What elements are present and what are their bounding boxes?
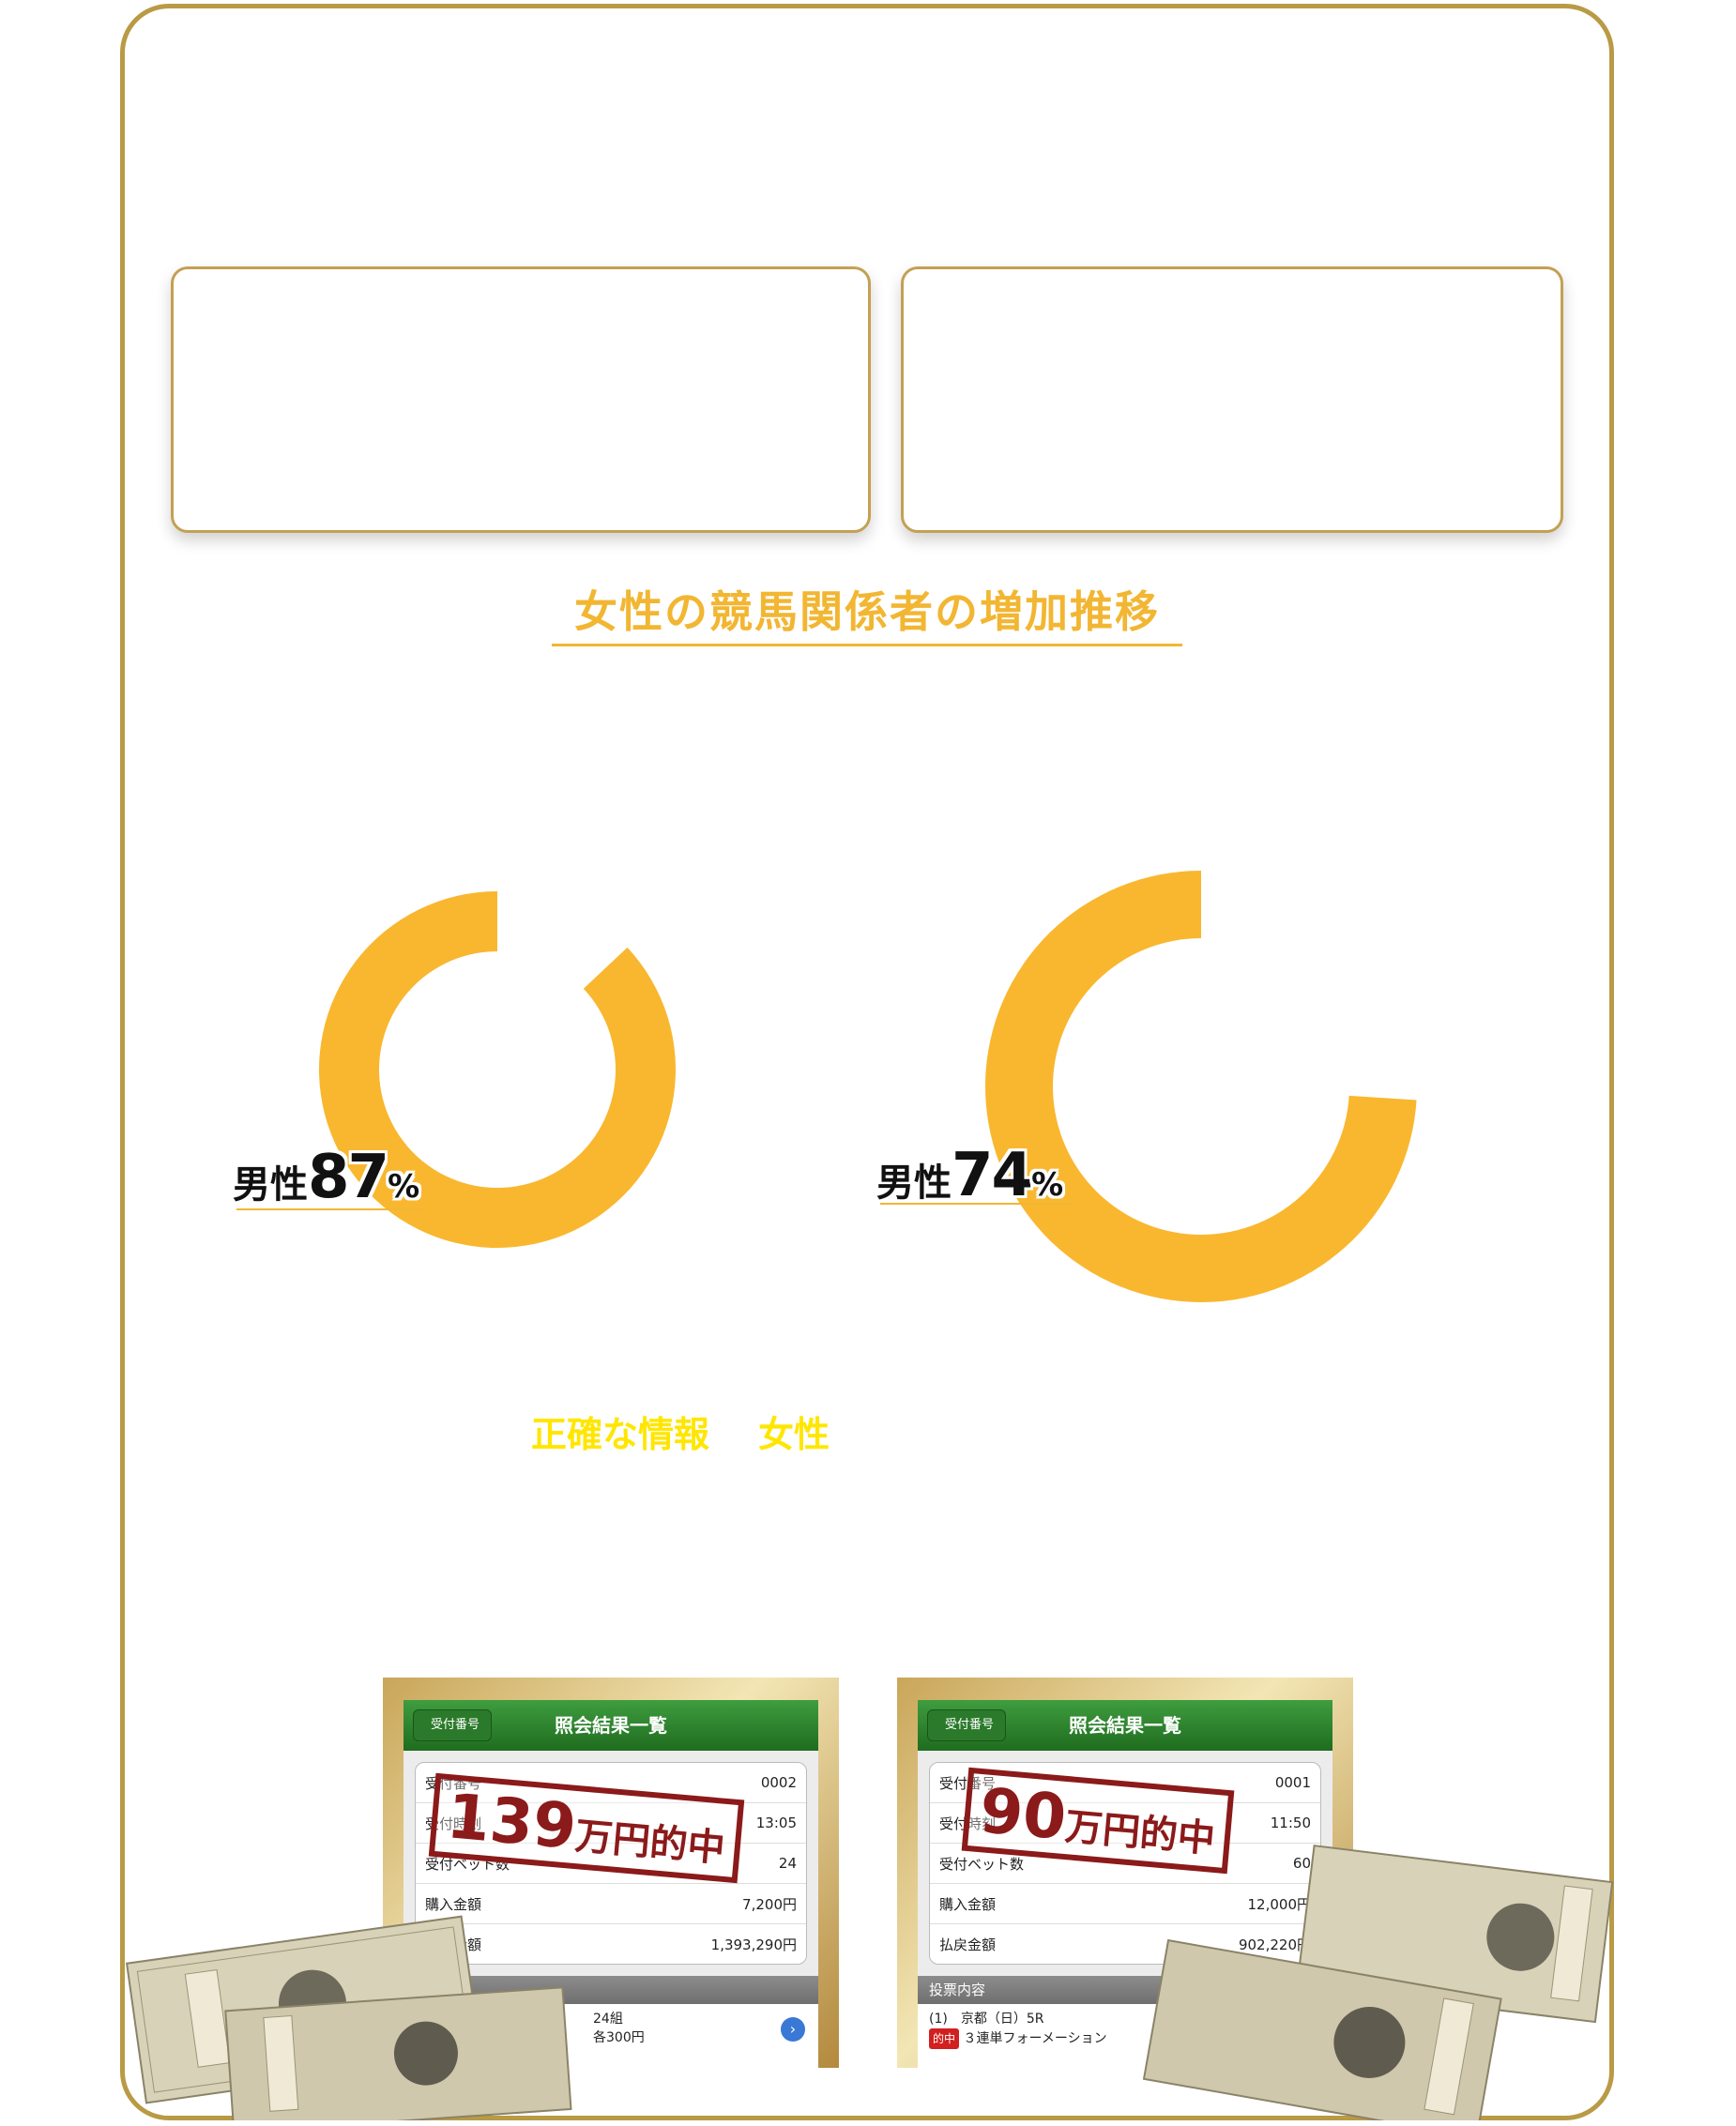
row-value: 1,393,290円: [710, 1936, 797, 1953]
result-header-title: 照会結果一覧: [555, 1714, 667, 1737]
donut-left-label: 男性87%: [233, 1143, 419, 1212]
row-label: 受付時刻: [425, 1815, 482, 1832]
stamp-unit: 万円的中: [572, 1815, 727, 1871]
highlight-text-women: 女性: [758, 1413, 830, 1455]
banknote-stack-left-image: [126, 1915, 572, 2120]
row-value: 0002: [760, 1774, 797, 1791]
row-label: 受付時刻: [939, 1815, 997, 1832]
bet-detail-line2: 各300円: [593, 2030, 645, 2045]
back-button[interactable]: 受付番号: [927, 1709, 1007, 1741]
row-label: 受付ベット数: [425, 1855, 510, 1873]
row-label: 購入金額: [939, 1895, 997, 1913]
donut-slice-男性: [985, 871, 1417, 1302]
result-header-title: 照会結果一覧: [1069, 1714, 1181, 1737]
donut-left-underline: [236, 1208, 428, 1210]
bet-detail-line2: ３連単フォーメーション: [963, 2031, 1107, 2046]
table-row: 受付時刻 13:05: [416, 1803, 806, 1844]
donut-chart-left: [319, 891, 676, 1248]
row-value: 7,200円: [742, 1895, 797, 1913]
donut-right-label-prefix: 男性: [876, 1162, 952, 1205]
row-value: 24: [778, 1855, 797, 1872]
donut-left-label-unit: %: [388, 1168, 420, 1206]
row-value: 902,220円: [1238, 1936, 1311, 1953]
row-label: 受付ベット数: [939, 1855, 1025, 1873]
row-value: 13:05: [755, 1815, 797, 1831]
table-row: 払戻金額 902,220円: [930, 1924, 1320, 1964]
banknote-stack-right-image: [1142, 1845, 1614, 2120]
result-header-2: 受付番号 照会結果一覧: [918, 1700, 1332, 1751]
table-row: 受付ベット数 60: [930, 1844, 1320, 1884]
donut-right-underline: [880, 1203, 1074, 1205]
donut-left-label-value: 87: [308, 1143, 389, 1212]
table-row: 購入金額 12,000円: [930, 1884, 1320, 1924]
info-box-right: [901, 266, 1563, 533]
info-box-left: [171, 266, 871, 533]
table-row: 受付番号 0001: [930, 1763, 1320, 1803]
row-value: 60: [1292, 1855, 1311, 1872]
donut-right-label-value: 74: [952, 1141, 1033, 1210]
hit-badge: 的中: [929, 2028, 960, 2049]
row-value: 0001: [1274, 1774, 1311, 1791]
highlight-text-accurate-info: 正確な情報: [531, 1413, 710, 1455]
table-row: 購入金額 7,200円: [416, 1884, 806, 1924]
donut-slice-男性: [319, 891, 676, 1248]
result-header-1: 受付番号 照会結果一覧: [404, 1700, 818, 1751]
table-row: 受付番号 0002: [416, 1763, 806, 1803]
row-value: 11:50: [1270, 1815, 1311, 1831]
table-row: 受付ベット数 24: [416, 1844, 806, 1884]
bet-detail-line1: 24組: [593, 2012, 623, 2027]
donut-left-label-prefix: 男性: [233, 1163, 308, 1207]
table-row: 受付時刻 11:50: [930, 1803, 1320, 1844]
row-value: 12,000円: [1247, 1895, 1312, 1913]
stamp-amount: 90: [977, 1774, 1070, 1854]
row-label: 購入金額: [425, 1895, 482, 1913]
section-title: 女性の競馬関係者の増加推移: [552, 580, 1182, 646]
row-label: 払戻金額: [939, 1936, 997, 1953]
back-button[interactable]: 受付番号: [413, 1709, 493, 1741]
stamp-amount: 139: [444, 1780, 580, 1863]
row-label: 受付番号: [939, 1774, 997, 1792]
bet-detail-line1: (1) 京都（日）5R: [929, 2012, 1044, 2027]
row-label: 受付番号: [425, 1774, 482, 1792]
donut-chart-right: [985, 871, 1417, 1302]
donut-right-label: 男性74%: [876, 1141, 1063, 1210]
donut-right-label-unit: %: [1031, 1166, 1064, 1204]
detail-arrow-icon[interactable]: ›: [781, 2017, 805, 2042]
